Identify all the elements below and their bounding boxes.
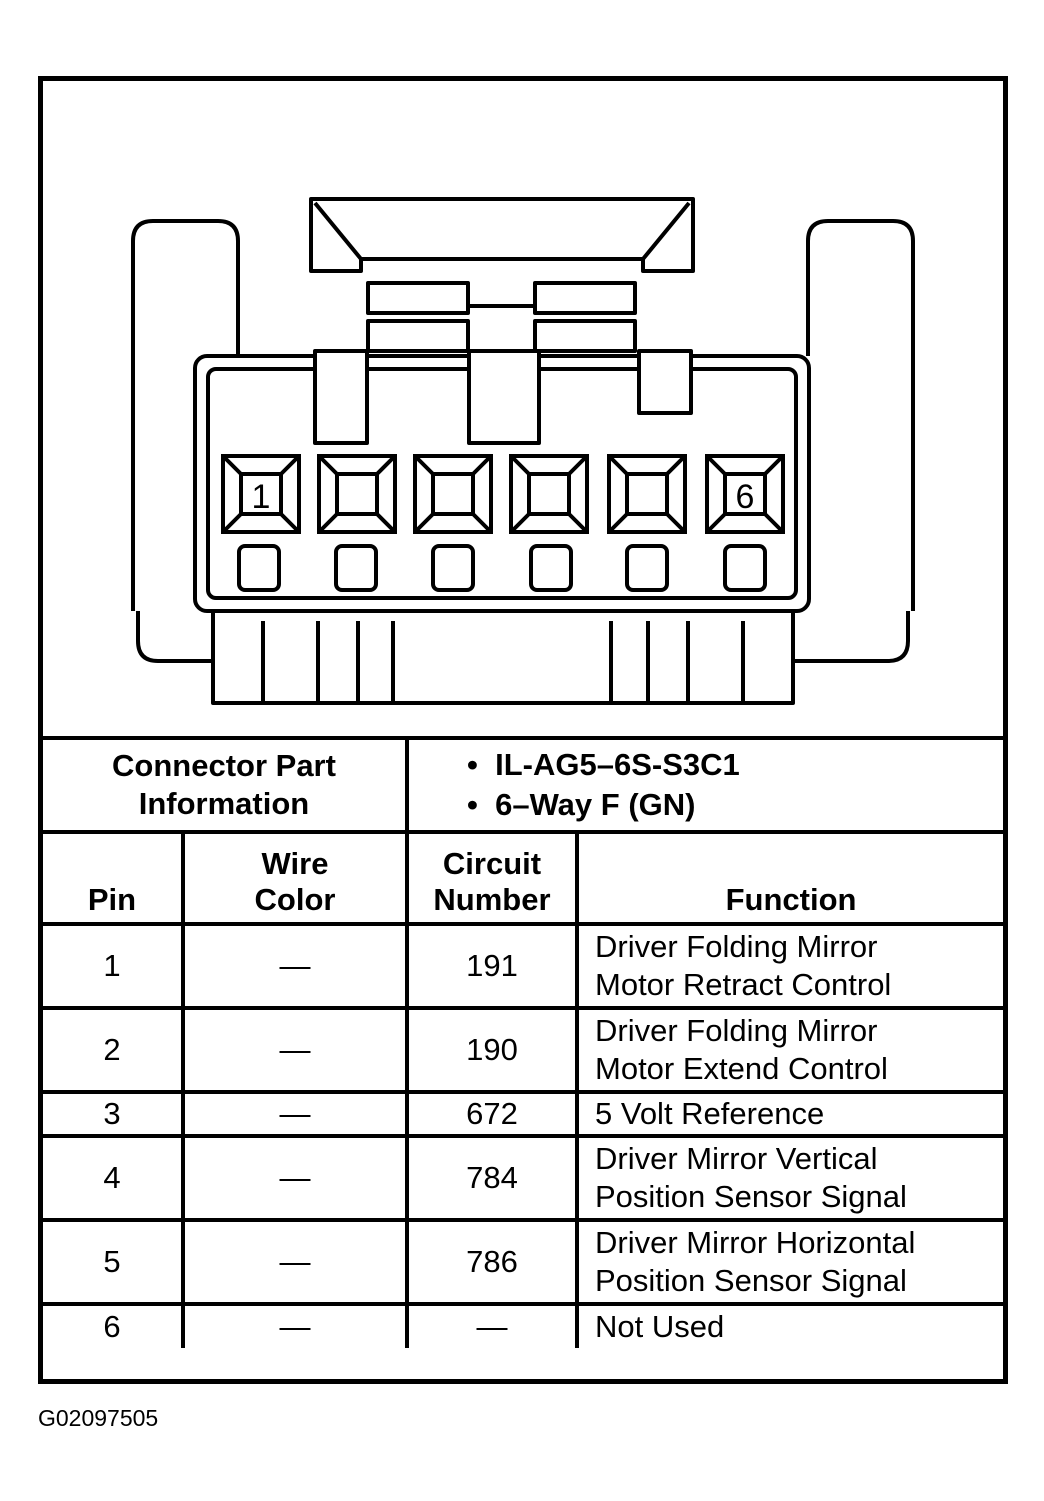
circuit-cell: 190	[405, 1006, 579, 1094]
latch-block-left	[366, 281, 470, 315]
side-tab-left	[131, 219, 240, 611]
cavity-1	[221, 454, 301, 592]
function-cell: 5 Volt Reference	[574, 1090, 1004, 1138]
connector-type: 6–Way F (GN)	[467, 785, 1003, 825]
wire-color-cell: —	[181, 1006, 409, 1094]
cavity-2	[317, 454, 397, 592]
pin-label-6: 6	[736, 478, 755, 516]
wire-color-cell: —	[181, 1090, 409, 1138]
cavity-6	[705, 454, 785, 592]
cavity-3	[413, 454, 493, 592]
figure-code: G02097505	[38, 1405, 159, 1431]
wire-color-cell: —	[181, 1218, 409, 1306]
function-cell: Not Used	[574, 1302, 1004, 1348]
connector-info-label: Connector Part Information	[43, 736, 409, 834]
circuit-cell: 191	[405, 922, 579, 1010]
header-function: Function	[574, 830, 1004, 926]
cavity-4	[509, 454, 589, 592]
header-circuit-number: Circuit Number	[405, 830, 579, 926]
table-row: 2 — 190 Driver Folding Mirror Motor Exte…	[43, 1006, 1004, 1094]
pin-cell: 5	[43, 1218, 185, 1306]
circuit-cell: 786	[405, 1218, 579, 1306]
side-tab-right	[806, 219, 915, 611]
connector-frame: 1 6 Connector Part Information IL-AG5–6S…	[38, 76, 1008, 1384]
pin-cell: 1	[43, 922, 185, 1010]
table-row: 3 — 672 5 Volt Reference	[43, 1090, 1004, 1138]
pin-cell: 6	[43, 1302, 185, 1348]
connector-table: Connector Part Information IL-AG5–6S-S3C…	[43, 736, 1004, 1348]
function-cell: Driver Mirror Horizontal Position Sensor…	[574, 1218, 1004, 1306]
table-row: 1 — 191 Driver Folding Mirror Motor Retr…	[43, 922, 1004, 1010]
cavity-5	[607, 454, 687, 592]
circuit-cell: 784	[405, 1134, 579, 1222]
circuit-cell: 672	[405, 1090, 579, 1138]
function-cell: Driver Folding Mirror Motor Extend Contr…	[574, 1006, 1004, 1094]
pin-label-1: 1	[252, 478, 271, 516]
header-pin: Pin	[43, 830, 185, 926]
connector-skirt	[211, 611, 795, 705]
wire-color-cell: —	[181, 1302, 409, 1348]
wire-color-cell: —	[181, 922, 409, 1010]
circuit-cell: —	[405, 1302, 579, 1348]
wire-color-cell: —	[181, 1134, 409, 1222]
table-row: 6 — — Not Used	[43, 1302, 1004, 1348]
header-wire-color: Wire Color	[181, 830, 409, 926]
function-cell: Driver Folding Mirror Motor Retract Cont…	[574, 922, 1004, 1010]
table-row: 4 — 784 Driver Mirror Vertical Position …	[43, 1134, 1004, 1222]
connector-latch	[309, 197, 695, 273]
part-number: IL-AG5–6S-S3C1	[467, 745, 1003, 785]
function-cell: Driver Mirror Vertical Position Sensor S…	[574, 1134, 1004, 1222]
connector-diagram: 1 6	[131, 197, 915, 705]
connector-info-row: Connector Part Information IL-AG5–6S-S3C…	[43, 736, 1004, 834]
column-header-row: Pin Wire Color Circuit Number Function	[43, 830, 1004, 926]
pin-cell: 2	[43, 1006, 185, 1094]
latch-block-right	[533, 281, 637, 315]
table-row: 5 — 786 Driver Mirror Horizontal Positio…	[43, 1218, 1004, 1306]
pin-cell: 3	[43, 1090, 185, 1138]
terminal-cavities	[221, 454, 785, 592]
pin-cell: 4	[43, 1134, 185, 1222]
connector-info-list: IL-AG5–6S-S3C1 6–Way F (GN)	[404, 736, 1004, 834]
